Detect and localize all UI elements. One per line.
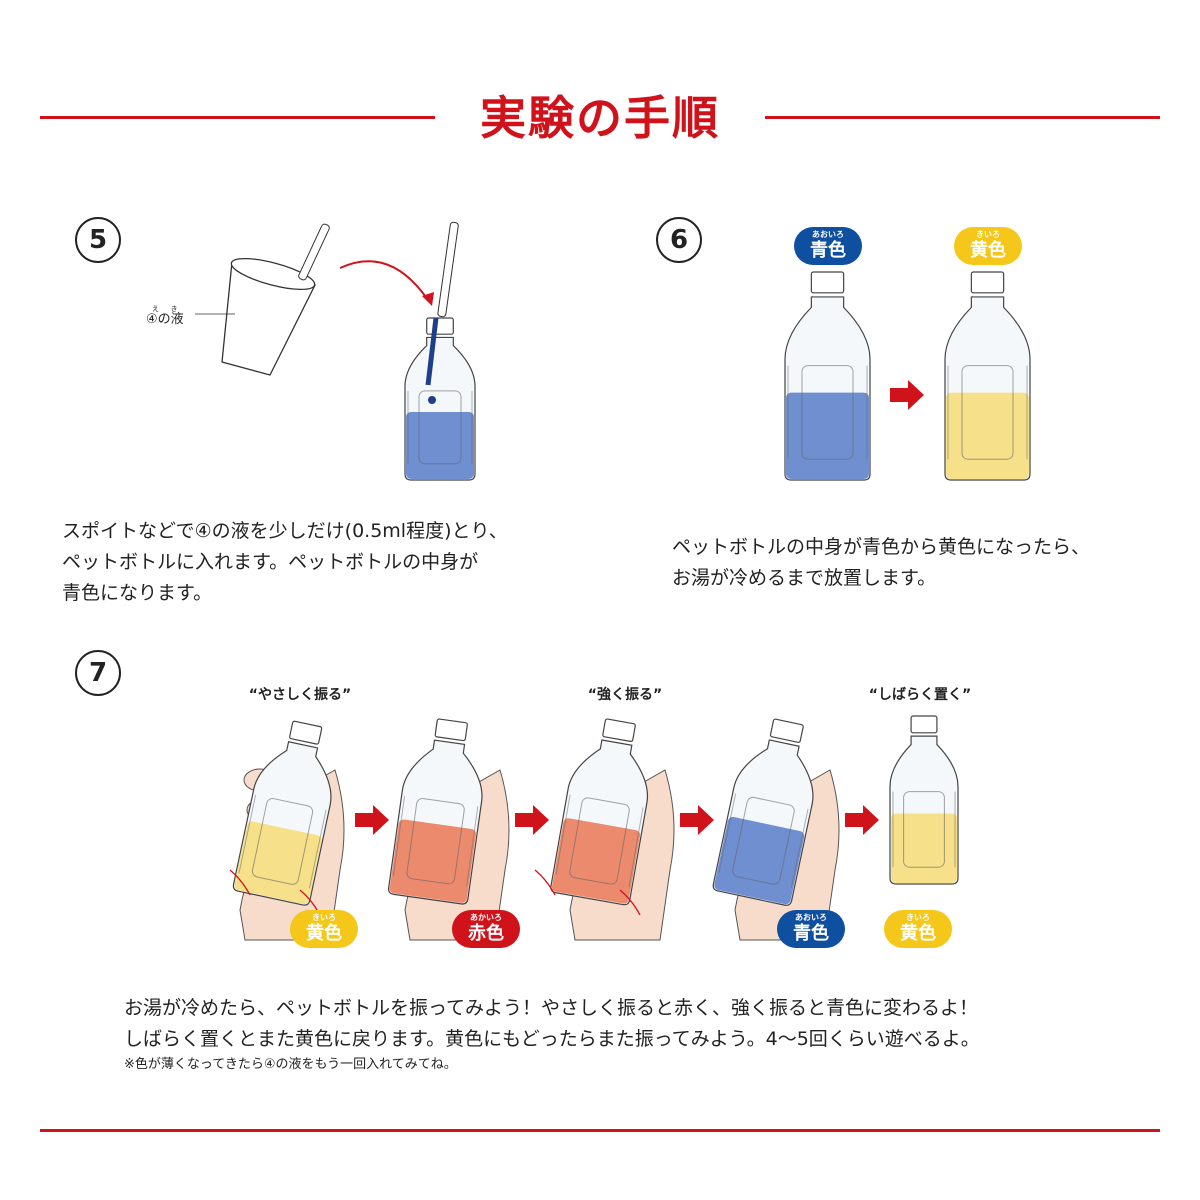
bottle-icon bbox=[712, 718, 814, 906]
badge-blue: あおいろ青色 bbox=[777, 910, 845, 948]
shake-motion-icon bbox=[229, 869, 251, 896]
liquid bbox=[389, 819, 476, 903]
step-7-number: 7 bbox=[75, 650, 121, 696]
step-5-number: 5 bbox=[75, 217, 121, 263]
title-rule-right bbox=[765, 116, 1160, 119]
arrow-right-icon bbox=[680, 805, 714, 835]
arrow-right-icon bbox=[515, 805, 549, 835]
arrow-right-icon bbox=[890, 380, 924, 410]
badge-yellow: きいろ黄色 bbox=[290, 910, 358, 948]
quote-gentle-shake: “やさしく振る” bbox=[248, 687, 352, 703]
badge-yellow: きいろ黄色 bbox=[954, 227, 1022, 265]
dropper-icon bbox=[437, 221, 459, 318]
step-7-text: お湯が冷めたら、ペットボトルを振ってみよう！やさしく振ると赤く、強く振ると青色に… bbox=[124, 993, 980, 1055]
quote-strong-shake: “強く振る” bbox=[587, 687, 663, 703]
step-6-line: ペットボトルの中身が青色から黄色になったら、 bbox=[672, 536, 1091, 558]
bottle-icon bbox=[889, 715, 959, 885]
step-5-line: ペットボトルに入れます。ペットボトルの中身が bbox=[62, 551, 479, 573]
liquid-4-label: ④の液えき bbox=[146, 305, 184, 327]
arrow-right-icon bbox=[355, 805, 389, 835]
dropper-icon bbox=[298, 223, 330, 281]
badge-red: あかいろ赤色 bbox=[452, 910, 520, 948]
quote-let-stand: “しばらく置く” bbox=[868, 687, 972, 703]
bottle-icon bbox=[944, 271, 1031, 481]
step-6-text: ペットボトルの中身が青色から黄色になったら、 お湯が冷めるまで放置します。 bbox=[672, 532, 1090, 594]
liquid bbox=[946, 392, 1029, 479]
badge-yellow: きいろ黄色 bbox=[884, 910, 952, 948]
step-5-line: スポイトなどで④の液を少しだけ(0.5ml程度)とり、 bbox=[62, 520, 508, 542]
shake-motion-icon bbox=[534, 869, 556, 896]
liquid bbox=[891, 813, 957, 883]
step-6-line: お湯が冷めるまで放置します。 bbox=[672, 567, 937, 589]
bottle-icon bbox=[232, 720, 332, 906]
step-7-line: しばらく置くとまた黄色に戻ります。黄色にもどったらまた振ってみよう。4〜5回くら… bbox=[124, 1028, 980, 1050]
step-6-number: 6 bbox=[656, 217, 702, 263]
bottle-icon bbox=[404, 317, 476, 481]
curved-arrow-icon bbox=[339, 260, 429, 301]
liquid bbox=[551, 818, 641, 904]
arrow-right-icon bbox=[845, 805, 879, 835]
liquid bbox=[714, 816, 805, 905]
step-5-text: スポイトなどで④の液を少しだけ(0.5ml程度)とり、 ペットボトルに入れます。… bbox=[62, 516, 508, 609]
bottle-icon bbox=[387, 718, 483, 905]
liquid bbox=[234, 821, 322, 905]
step-7-line: お湯が冷めたら、ペットボトルを振ってみよう！やさしく振ると赤く、強く振ると青色に… bbox=[124, 997, 979, 1019]
page-title: 実験の手順 bbox=[480, 91, 720, 145]
bottom-rule bbox=[40, 1129, 1160, 1132]
step-7-note: ※色が薄くなってきたら④の液をもう一回入れてみてね。 bbox=[124, 1057, 457, 1072]
step-5-line: 青色になります。 bbox=[62, 582, 213, 604]
shake-motion-icon bbox=[619, 889, 641, 916]
liquid bbox=[406, 411, 474, 479]
bottle-icon bbox=[784, 271, 871, 481]
liquid bbox=[786, 392, 869, 479]
title-rule-left bbox=[40, 116, 435, 119]
badge-blue: あおいろ青色 bbox=[794, 227, 862, 265]
bottle-icon bbox=[550, 718, 649, 906]
